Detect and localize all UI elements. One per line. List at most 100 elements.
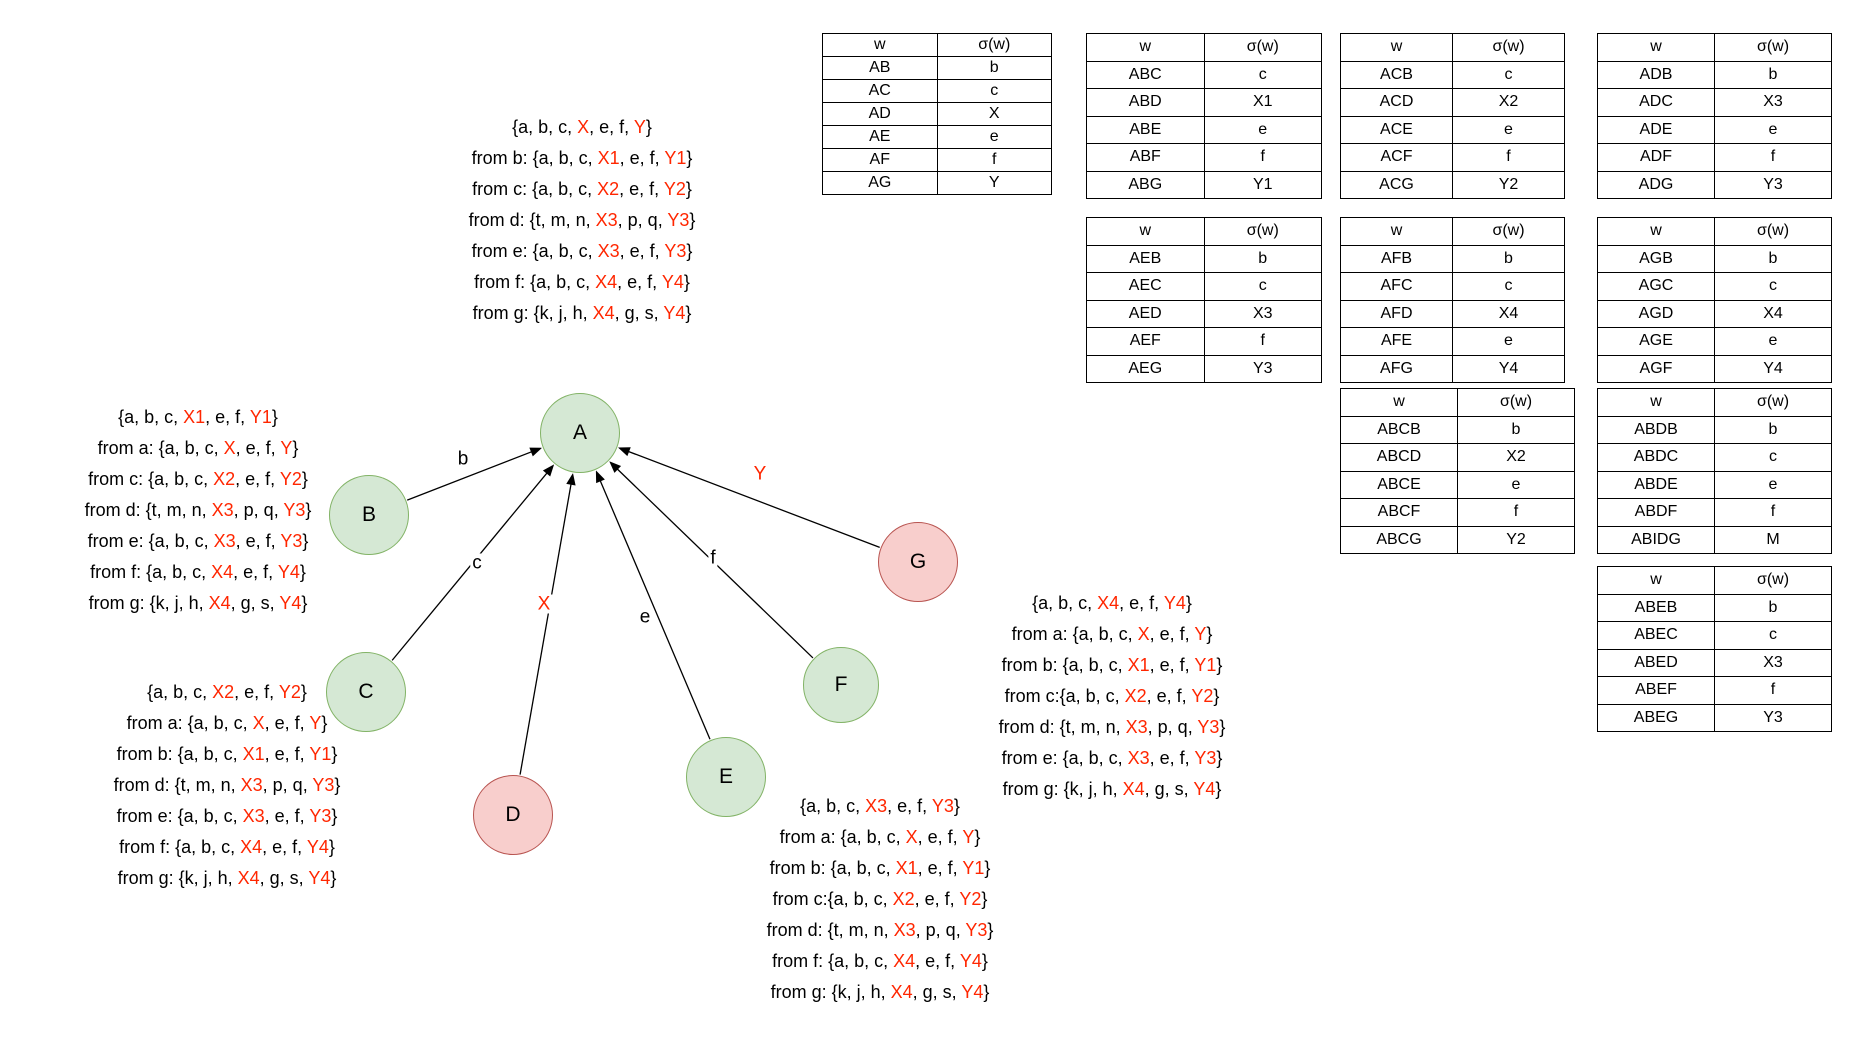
text-segment: , g, s, (230, 593, 280, 613)
red-token: Y4 (279, 593, 302, 613)
red-token: Y1 (249, 407, 272, 427)
text-segment: , e, f, (1149, 748, 1195, 768)
annotation-line: from a: {a, b, c, X, e, f, Y} (999, 619, 1226, 650)
text-segment: {a, b, c, (512, 117, 578, 137)
node-B: B (329, 475, 409, 555)
annotation-line: from c: {a, b, c, X2, e, f, Y2} (85, 464, 312, 495)
cell-sigma: f (1714, 143, 1832, 172)
edge-label-E-A: e (637, 606, 653, 628)
red-token: X3 (211, 500, 234, 520)
cell-sigma: b (1714, 60, 1832, 89)
cell-sigma: f (1714, 498, 1832, 527)
red-token: X1 (1127, 655, 1150, 675)
cell-sigma: Y2 (1457, 525, 1575, 554)
annotation-line: from g: {k, j, h, X4, g, s, Y4} (85, 588, 312, 619)
node-F: F (803, 647, 879, 723)
text-segment: {a, b, c, (147, 682, 213, 702)
header-w: w (1597, 566, 1715, 595)
text-segment: from f: {a, b, c, (772, 951, 894, 971)
cell-w: AC (822, 79, 938, 103)
red-token: Y3 (965, 920, 988, 940)
red-token: Y (309, 713, 322, 733)
text-segment: from b: {a, b, c, (769, 858, 896, 878)
annotation-line: from f: {a, b, c, X4, e, f, Y4} (767, 946, 994, 977)
text-segment: from d: {t, m, n, (998, 717, 1126, 737)
text-segment: } (984, 858, 991, 878)
cell-sigma: M (1714, 525, 1832, 554)
header-w: w (1597, 33, 1715, 62)
text-segment: , e, f, (915, 951, 960, 971)
annotation-line: from b: {a, b, c, X1, e, f, Y1} (469, 143, 696, 174)
text-segment: , e, f, (917, 858, 963, 878)
cell-sigma: Y2 (1452, 170, 1565, 199)
text-segment: , p, q, (915, 920, 966, 940)
cell-w: AGE (1597, 327, 1715, 356)
header-w: w (1340, 33, 1453, 62)
red-token: X1 (895, 858, 918, 878)
annotation-block-A: {a, b, c, X, e, f, Y}from b: {a, b, c, X… (469, 112, 696, 329)
node-C: C (326, 652, 406, 732)
cell-w: ACG (1340, 170, 1453, 199)
text-segment: } (1219, 717, 1226, 737)
red-token: X1 (597, 148, 620, 168)
text-segment: , p, q, (1147, 717, 1198, 737)
text-segment: } (301, 593, 308, 613)
red-token: X4 (890, 982, 913, 1002)
red-token: X (1137, 624, 1150, 644)
red-token: X4 (1122, 779, 1145, 799)
annotation-line: from c:{a, b, c, X2, e, f, Y2} (999, 681, 1226, 712)
cell-sigma: X3 (1714, 88, 1832, 117)
annotation-block-B: {a, b, c, X1, e, f, Y1}from a: {a, b, c,… (85, 402, 312, 619)
red-token: X4 (1097, 593, 1120, 613)
cell-w: AFE (1340, 327, 1453, 356)
red-token: X3 (597, 241, 620, 261)
cell-sigma: X2 (1457, 443, 1575, 472)
edge-label-B-A: b (455, 448, 471, 470)
red-token: X (223, 438, 236, 458)
cell-w: ABE (1086, 115, 1205, 144)
cell-sigma: Y1 (1203, 170, 1322, 199)
annotation-line: from d: {t, m, n, X3, p, q, Y3} (85, 495, 312, 526)
text-segment: } (1216, 655, 1223, 675)
text-segment: from c: {a, b, c, (88, 469, 214, 489)
red-token: X4 (893, 951, 916, 971)
cell-w: ABCE (1340, 470, 1458, 499)
annotation-line: {a, b, c, X2, e, f, Y2} (114, 677, 341, 708)
header-w: w (1086, 217, 1205, 246)
annotation-line: from e: {a, b, c, X3, e, f, Y3} (114, 801, 341, 832)
text-segment: } (299, 562, 306, 582)
red-token: X4 (595, 272, 618, 292)
annotation-line: from c:{a, b, c, X2, e, f, Y2} (767, 884, 994, 915)
text-segment: , e, f, (234, 682, 279, 702)
red-token: X3 (865, 796, 888, 816)
red-token: Y4 (1163, 593, 1186, 613)
header-sigma-w: σ(w) (1203, 33, 1322, 62)
text-segment: } (1216, 748, 1223, 768)
cell-sigma: b (1452, 244, 1565, 273)
text-segment: , e, f, (1119, 593, 1164, 613)
text-segment: from a: {a, b, c, (126, 713, 253, 733)
text-segment: , e, f, (233, 562, 278, 582)
edge-G-A (620, 448, 880, 548)
header-sigma-w: σ(w) (1452, 217, 1565, 246)
node-label: D (505, 803, 521, 826)
